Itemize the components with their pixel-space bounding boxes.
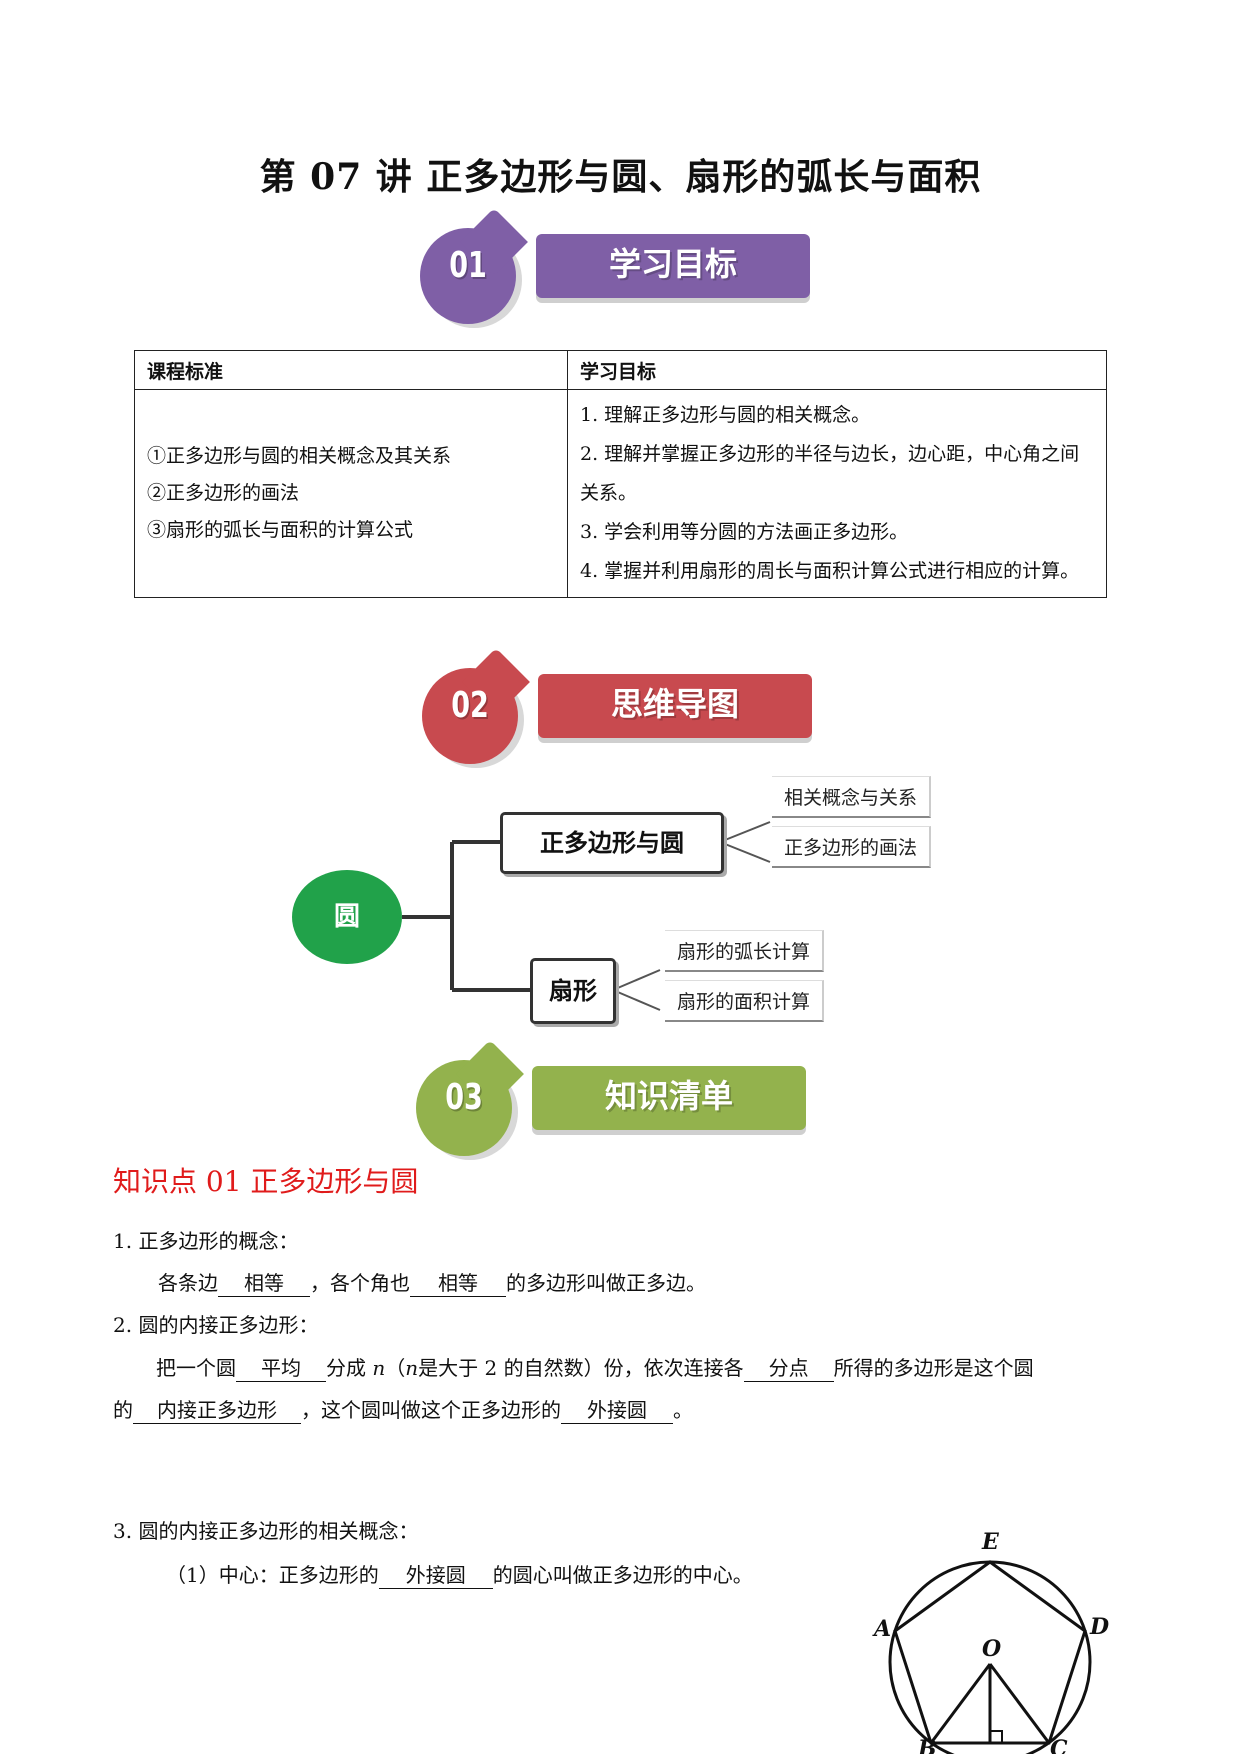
variable-n: n [405,1356,419,1380]
inscribed-pentagon-figure: E A D O B C [872,1529,1109,1754]
section-badge [422,668,518,764]
text-fragment: 分成 [326,1356,366,1380]
text-fragment: ，这个圆叫做这个正多边形的 [301,1398,561,1422]
item-2-text-line2: 的内接正多边形，这个圆叫做这个正多边形的外接圆。 [113,1394,693,1424]
text-fragment: 的 [113,1398,133,1422]
fill-blank: 外接圆 [561,1394,673,1424]
branch-sector: 扇形 [530,958,616,1024]
section-label: 知识清单 [532,1066,806,1130]
text-fragment: 把一个圆 [156,1356,236,1380]
goal-item: 2. 理解并掌握正多边形的半径与边长，边心距，中心角之间关系。 [580,443,1080,504]
text-fragment: （ [385,1356,406,1380]
mind-map: 圆 正多边形与圆 扇形 相关概念与关系 正多边形的画法 扇形的弧长计算 扇形的面… [0,770,1241,1030]
goal-item: 1. 理解正多边形与圆的相关概念。 [580,404,871,426]
standard-item: ②正多边形的画法 [147,482,300,504]
section-label: 思维导图 [538,674,812,738]
section-badge [420,228,516,324]
leaf-item: 相关概念与关系 [772,776,932,818]
center-label-O: O [982,1636,1001,1662]
text-fragment: 。 [673,1398,693,1422]
item-3-title: 3. 圆的内接正多边形的相关概念： [113,1519,419,1543]
fill-blank: 内接正多边形 [133,1394,301,1424]
leaf-item: 正多边形的画法 [772,826,932,868]
vertex-label-C: C [1050,1736,1068,1754]
curriculum-table: 课程标准 学习目标 ①正多边形与圆的相关概念及其关系 ②正多边形的画法 ③扇形的… [134,350,1107,598]
section-number: 02 [451,685,489,726]
standard-item: ③扇形的弧长与面积的计算公式 [147,519,414,541]
fill-blank: 平均 [236,1352,326,1382]
section-label: 学习目标 [536,234,810,298]
leaf-item: 扇形的弧长计算 [665,930,825,972]
section-number: 01 [449,245,487,286]
section-number: 03 [445,1077,483,1118]
text-fragment: 的多边形叫做正多边。 [506,1271,706,1295]
variable-n: n [372,1356,386,1380]
text-fragment: 的圆心叫做正多边形的中心。 [492,1563,753,1587]
section-badge [416,1060,512,1156]
section-banner-03: 03 知识清单 [416,1050,836,1160]
standards-cell: ①正多边形与圆的相关概念及其关系 ②正多边形的画法 ③扇形的弧长与面积的计算公式 [134,389,568,598]
item-1-text: 各条边相等，各个角也相等的多边形叫做正多边。 [158,1267,706,1297]
fill-blank: 相等 [218,1267,310,1297]
text-fragment: 各条边 [158,1271,218,1295]
vertex-label-B: B [917,1736,937,1754]
text-fragment: （1）中心：正多边形的 [166,1563,379,1587]
leaf-item: 扇形的面积计算 [665,980,825,1022]
goals-cell: 1. 理解正多边形与圆的相关概念。 2. 理解并掌握正多边形的半径与边长，边心距… [567,389,1107,598]
goal-item: 3. 学会利用等分圆的方法画正多边形。 [580,521,909,543]
table-header-standard: 课程标准 [134,350,568,390]
knowledge-point-heading: 知识点 01 正多边形与圆 [113,1165,419,1198]
branch-regular-polygon: 正多边形与圆 [500,812,724,874]
table-header-goal: 学习目标 [567,350,1107,390]
text-fragment: 是大于 2 的自然数）份，依次连接各 [418,1356,744,1380]
goal-item: 4. 掌握并利用扇形的周长与面积计算公式进行相应的计算。 [580,560,1080,582]
item-2-text-line1: 把一个圆平均分成 n（n是大于 2 的自然数）份，依次连接各分点所得的多边形是这… [156,1352,1034,1382]
item-1-title: 1. 正多边形的概念： [113,1229,299,1253]
item-3-1-text: （1）中心：正多边形的外接圆的圆心叫做正多边形的中心。 [166,1559,753,1589]
page-title: 第 07 讲 正多边形与圆、扇形的弧长与面积 [259,156,982,198]
fill-blank: 外接圆 [378,1559,493,1589]
text-fragment: 所得的多边形是这个圆 [833,1356,1034,1380]
fill-blank: 分点 [743,1352,834,1382]
mind-map-root: 圆 [292,870,402,964]
vertex-label-D: D [1089,1614,1109,1640]
vertex-label-A: A [872,1616,891,1642]
item-2-title: 2. 圆的内接正多边形： [113,1313,319,1337]
section-banner-01: 01 学习目标 [420,218,840,328]
fill-blank: 相等 [410,1267,506,1297]
mind-map-connectors [402,821,771,1011]
section-banner-02: 02 思维导图 [422,658,842,768]
vertex-label-E: E [981,1529,1000,1555]
standard-item: ①正多边形与圆的相关概念及其关系 [147,445,452,467]
text-fragment: ，各个角也 [310,1271,410,1295]
